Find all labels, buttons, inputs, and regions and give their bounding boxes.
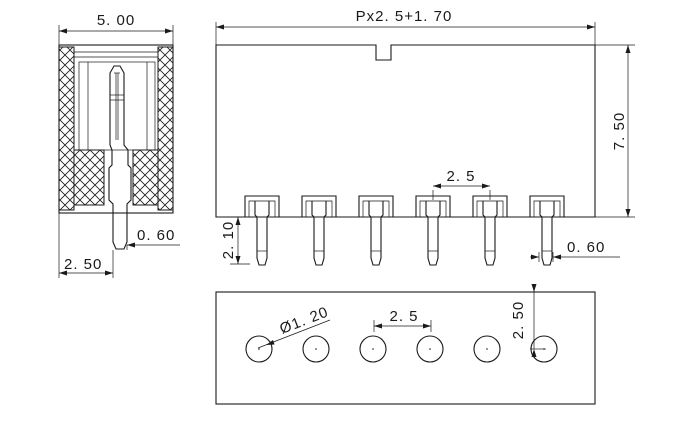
dim-total-length: Px2. 5+1. 70 [356,8,453,25]
side-right-wall [157,46,174,211]
hole-center-mark [429,348,431,350]
side-left-block [73,149,105,206]
dim-height: 7. 50 [611,112,628,150]
side-left-wall [58,46,75,211]
dim-hole-diameter: Ø1. 20 [277,304,331,338]
front-pin-pocket-inner [305,200,333,217]
front-pin-pocket [244,195,280,217]
dim-front-pin-width: 0. 60 [567,239,605,256]
dim-side-pin-width: 0. 60 [137,227,175,244]
dim-pin-depth: 2. 10 [220,221,237,259]
dim-hole-offset: 2. 50 [510,301,527,339]
front-pin [311,201,327,266]
front-pin [254,201,270,266]
front-pin [539,201,555,266]
side-view: 5. 00 0. 60 2. 50 [58,12,180,278]
bottom-body-outline [215,291,596,405]
dim-side-width: 5. 00 [97,12,135,29]
mounting-hole [473,335,501,363]
front-pin-pocket-inner [362,200,390,217]
mounting-hole [416,335,444,363]
front-pin-pocket [529,195,565,217]
dim-hole-pitch: 2. 5 [389,308,418,325]
dim-pin-pitch: 2. 5 [446,168,475,185]
front-pin-pocket [301,195,337,217]
front-pin-pocket-inner [419,200,447,217]
front-view: Px2. 5+1. 70 7. 50 2. 5 2. 10 0. 60 [215,8,635,266]
mounting-hole [245,335,273,363]
side-cavity [78,61,156,151]
front-pin-pocket-inner [533,200,561,217]
mounting-hole [359,335,387,363]
dim-side-offset: 2. 50 [64,256,102,273]
front-pin [425,201,441,266]
side-right-block [132,149,159,206]
hole-group [245,335,558,363]
hole-center-mark [258,348,260,350]
front-pin-pocket-inner [476,200,504,217]
side-contact-pin [108,65,132,250]
front-pin-group [244,195,565,266]
mounting-hole [302,335,330,363]
hole-center-mark [372,348,374,350]
hole-center-mark [315,348,317,350]
front-pin-pocket-inner [248,200,276,217]
bottom-view: Ø1. 20 2. 5 2. 50 [215,284,596,405]
front-body-outline [215,44,596,218]
front-pin-pocket [358,195,394,217]
front-pin [368,201,384,266]
hole-center-mark [486,348,488,350]
front-pin [482,201,498,266]
